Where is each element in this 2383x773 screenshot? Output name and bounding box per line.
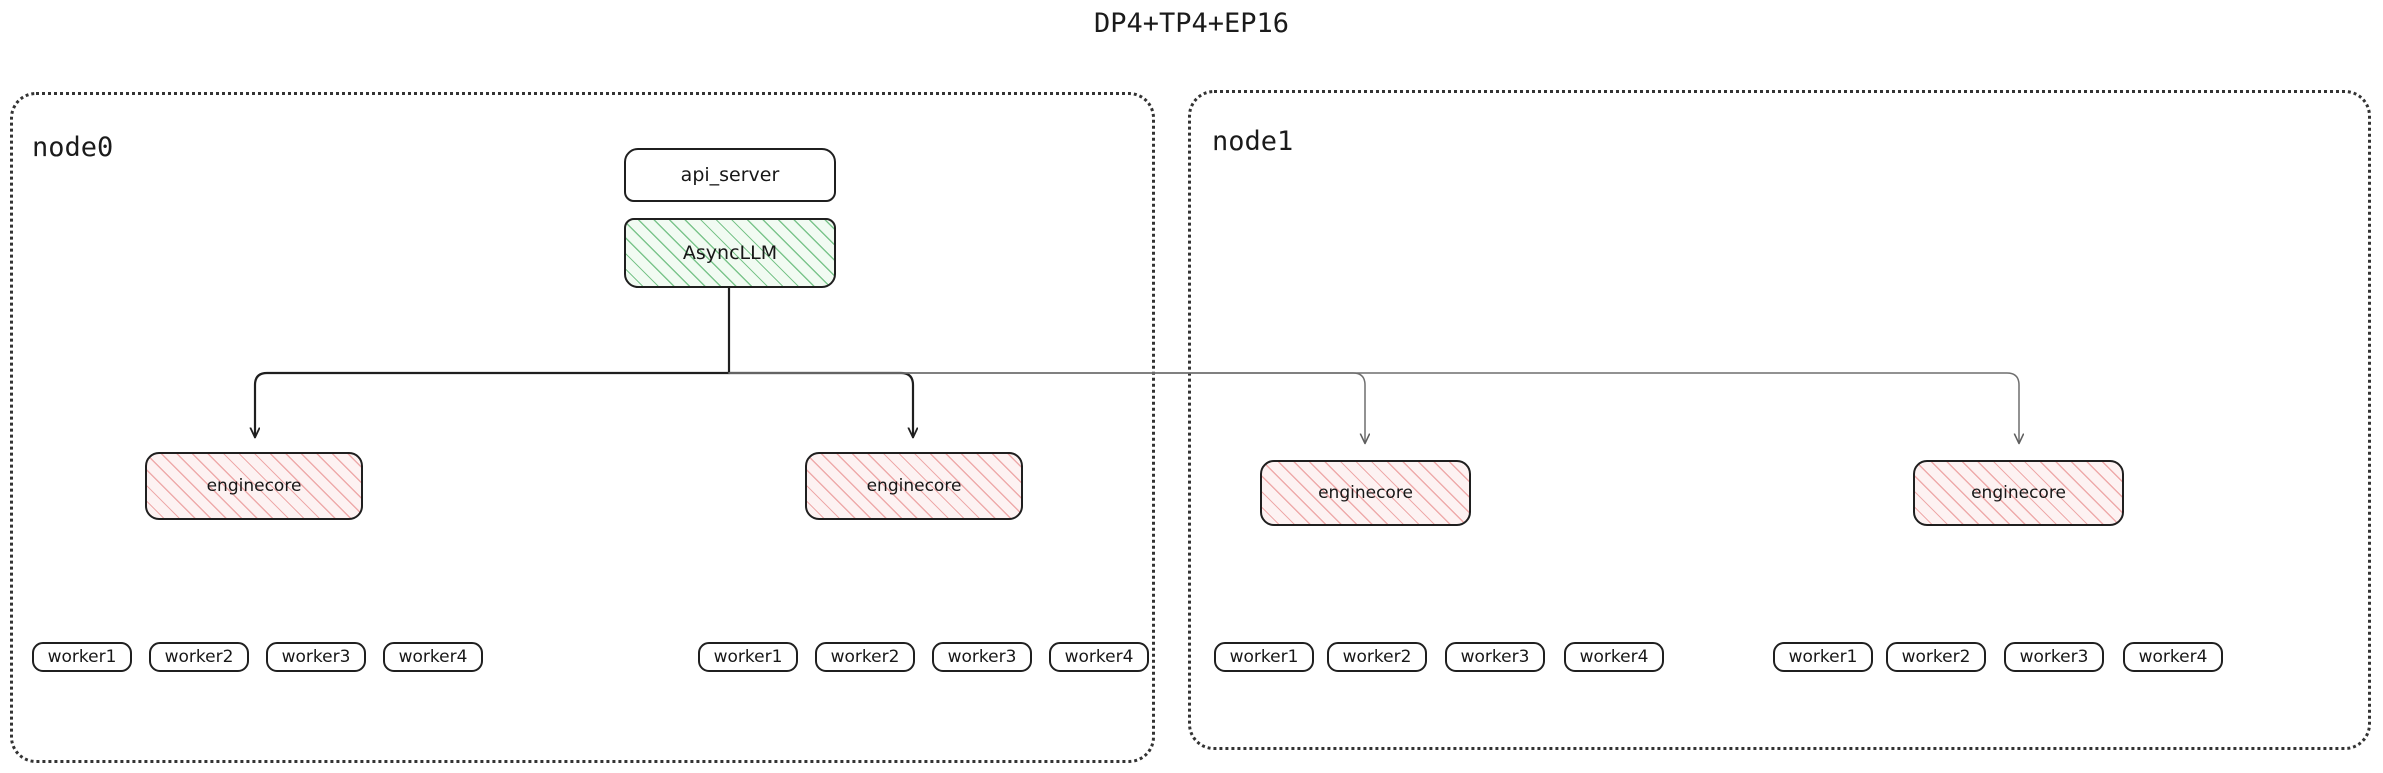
worker-label: worker1: [47, 647, 117, 667]
worker-box[interactable]: worker4: [383, 642, 483, 672]
worker-box[interactable]: worker1: [1773, 642, 1873, 672]
api-server-label: api_server: [680, 164, 780, 186]
enginecore-label: enginecore: [1971, 483, 2066, 503]
worker-label: worker2: [830, 647, 900, 667]
worker-box[interactable]: worker1: [32, 642, 132, 672]
worker-box[interactable]: worker2: [815, 642, 915, 672]
worker-label: worker3: [2019, 647, 2089, 667]
enginecore-box-node0-1[interactable]: enginecore: [805, 452, 1023, 520]
worker-label: worker4: [2138, 647, 2208, 667]
worker-label: worker1: [1788, 647, 1858, 667]
worker-box[interactable]: worker4: [1564, 642, 1664, 672]
node-label-node1: node1: [1212, 126, 1294, 157]
worker-label: worker2: [1901, 647, 1971, 667]
worker-label: worker1: [1229, 647, 1299, 667]
worker-box[interactable]: worker3: [1445, 642, 1545, 672]
worker-box[interactable]: worker2: [149, 642, 249, 672]
worker-label: worker3: [1460, 647, 1530, 667]
worker-box[interactable]: worker3: [932, 642, 1032, 672]
worker-box[interactable]: worker2: [1886, 642, 1986, 672]
node-label-node0: node0: [32, 132, 114, 163]
async-llm-label: AsyncLLM: [682, 242, 778, 264]
async-llm-box[interactable]: AsyncLLM: [624, 218, 836, 288]
worker-label: worker2: [1342, 647, 1412, 667]
worker-label: worker1: [713, 647, 783, 667]
worker-box[interactable]: worker3: [2004, 642, 2104, 672]
worker-box[interactable]: worker2: [1327, 642, 1427, 672]
worker-label: worker3: [281, 647, 351, 667]
worker-box[interactable]: worker3: [266, 642, 366, 672]
worker-box[interactable]: worker1: [698, 642, 798, 672]
worker-box[interactable]: worker4: [2123, 642, 2223, 672]
enginecore-label: enginecore: [1318, 483, 1413, 503]
api-server-box[interactable]: api_server: [624, 148, 836, 202]
enginecore-box-node0-0[interactable]: enginecore: [145, 452, 363, 520]
enginecore-label: enginecore: [866, 476, 962, 496]
enginecore-box-node1-1[interactable]: enginecore: [1913, 460, 2124, 526]
page-title: DP4+TP4+EP16: [1093, 8, 1290, 39]
worker-label: worker3: [947, 647, 1017, 667]
worker-label: worker4: [398, 647, 468, 667]
worker-box[interactable]: worker1: [1214, 642, 1314, 672]
worker-label: worker4: [1579, 647, 1649, 667]
worker-label: worker2: [164, 647, 234, 667]
worker-box[interactable]: worker4: [1049, 642, 1149, 672]
enginecore-label: enginecore: [206, 476, 302, 496]
enginecore-box-node1-0[interactable]: enginecore: [1260, 460, 1471, 526]
worker-label: worker4: [1064, 647, 1134, 667]
